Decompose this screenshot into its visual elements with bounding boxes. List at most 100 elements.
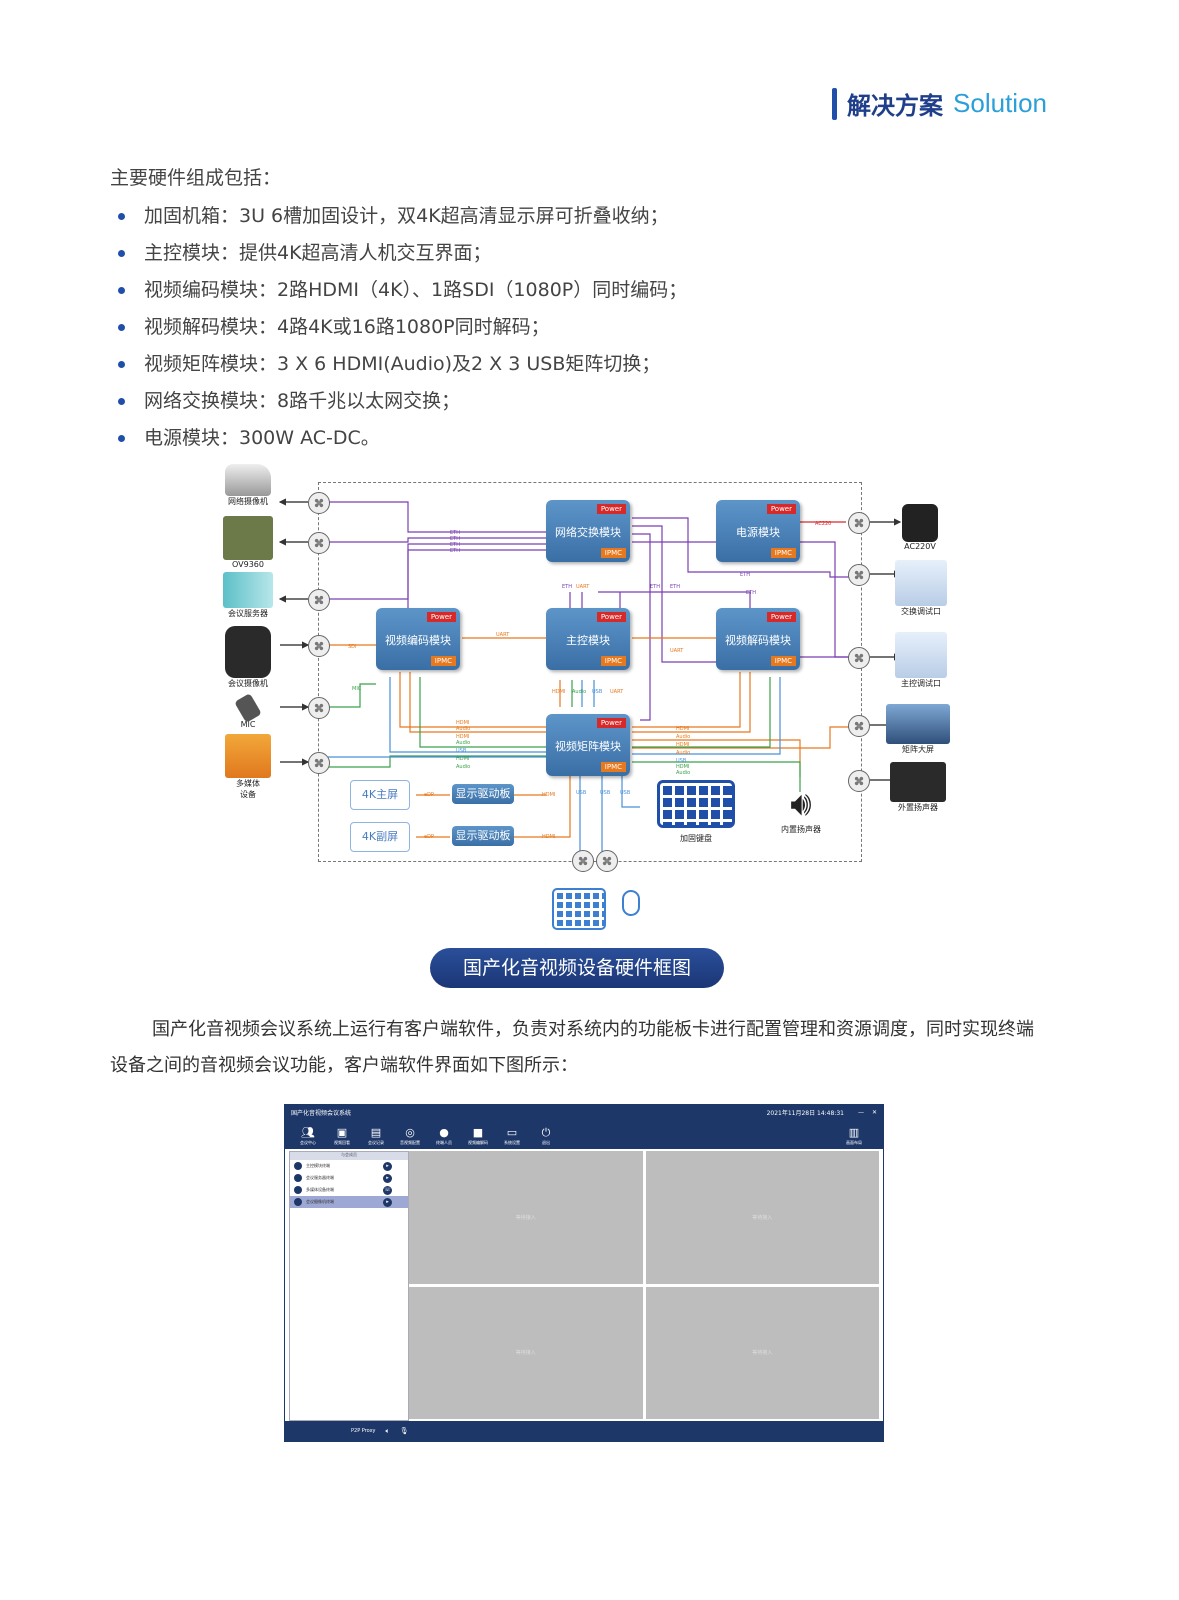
play-icon[interactable]: ▸ bbox=[383, 1197, 392, 1207]
close-icon[interactable]: ✕ bbox=[871, 1108, 877, 1116]
rugged-case-icon bbox=[223, 516, 273, 560]
connector-icon bbox=[308, 492, 330, 514]
power-module: Power 电源模块 IPMC bbox=[716, 500, 800, 562]
mic-device: MIC bbox=[224, 693, 272, 729]
server-icon bbox=[223, 572, 273, 608]
connector-icon bbox=[308, 697, 330, 719]
external-keyboard-icon bbox=[552, 888, 606, 930]
toolbar-layout[interactable]: ▥画面布局 bbox=[839, 1126, 869, 1149]
ac-power: AC220V bbox=[890, 504, 950, 551]
app-toolbar: 👥︎会议中心 ▣视频回看 ▤会议记录 ◎音视频配置 ●终端人员 ■视频编解码 ▭… bbox=[285, 1119, 883, 1149]
speaker-icon[interactable]: 🔈︎ bbox=[385, 1426, 390, 1435]
rugged-keyboard: 加固键盘 bbox=[654, 780, 738, 844]
power-icon: ⏻ bbox=[541, 1126, 551, 1139]
mouse-icon bbox=[622, 890, 640, 916]
connector-icon bbox=[848, 715, 870, 737]
svg-text:HDMI: HDMI bbox=[456, 734, 469, 740]
play-icon[interactable]: ▸ bbox=[383, 1161, 392, 1171]
video-icon: ▣ bbox=[336, 1126, 348, 1139]
meeting-camera: 会议摄像机 bbox=[218, 626, 278, 689]
svg-text:USB: USB bbox=[620, 790, 631, 796]
video-pane[interactable]: 等待接入 bbox=[409, 1151, 643, 1284]
diagram-caption: 国产化音视频设备硬件框图 bbox=[430, 948, 724, 988]
member-row[interactable]: 会议服务器终端▸ bbox=[290, 1172, 408, 1184]
document-icon: ▤ bbox=[370, 1126, 382, 1139]
toolbar-av-config[interactable]: ◎音视频配置 bbox=[395, 1126, 425, 1149]
call-icon[interactable]: ☏ bbox=[383, 1185, 392, 1195]
page-header: 解决方案 Solution bbox=[832, 86, 1047, 121]
matrix-big-screen: 矩阵大屏 bbox=[882, 704, 954, 755]
app-datetime: 2021年11月28日 14:48:31 bbox=[766, 1109, 844, 1117]
avatar bbox=[294, 1186, 302, 1194]
video-pane[interactable]: 等待接入 bbox=[409, 1286, 643, 1419]
svg-text:ETH: ETH bbox=[562, 584, 572, 590]
user-icon: ● bbox=[439, 1126, 449, 1139]
microphone-icon[interactable]: 🎙︎ bbox=[399, 1427, 409, 1435]
hardware-list: 加固机箱：3U 6槽加固设计，双4K超高清显示屏可折叠收纳； 主控模块：提供4K… bbox=[118, 198, 687, 457]
toolbar-system-settings[interactable]: ▭系统设置 bbox=[497, 1126, 527, 1149]
svg-text:ETH: ETH bbox=[650, 584, 660, 590]
svg-text:HDMI: HDMI bbox=[552, 689, 565, 695]
svg-text:UART: UART bbox=[610, 689, 624, 695]
header-title-cn: 解决方案 bbox=[847, 92, 944, 120]
toolbar-meeting-record[interactable]: ▤会议记录 bbox=[361, 1126, 391, 1149]
internal-speaker: 🔊︎ 内置扬声器 bbox=[766, 784, 836, 835]
video-pane[interactable]: 等待接入 bbox=[645, 1151, 879, 1284]
switch-debug-port: 交换调试口 bbox=[888, 560, 954, 617]
decoder-module: Power 视频解码模块 IPMC bbox=[716, 608, 800, 670]
monitor-icon: ▭ bbox=[506, 1126, 518, 1139]
toolbar-codec[interactable]: ■视频编解码 bbox=[463, 1126, 493, 1149]
toolbar-meeting-center[interactable]: 👥︎会议中心 bbox=[293, 1126, 323, 1149]
member-row[interactable]: 主控模块终端▸ bbox=[290, 1160, 408, 1172]
diagram-lines: ETH ETH ETH ETH ETH UART ETH ETH ETH ETH… bbox=[278, 498, 902, 852]
svg-text:HDMI: HDMI bbox=[456, 720, 469, 726]
p2p-status: P2P Proxy bbox=[351, 1428, 376, 1434]
svg-text:HDMI: HDMI bbox=[456, 756, 469, 762]
switch-module: Power 网络交换模块 IPMC bbox=[546, 500, 630, 562]
svg-text:USB: USB bbox=[576, 790, 587, 796]
video-wall-icon bbox=[886, 704, 950, 744]
svg-text:Audio: Audio bbox=[572, 689, 586, 695]
member-panel: 与会成员 主控模块终端▸ 会议服务器终端▸ 多媒体设备终端☏ 会议摄像机终端▸ bbox=[289, 1151, 409, 1421]
video-pane[interactable]: 等待接入 bbox=[645, 1286, 879, 1419]
svg-text:HDMI: HDMI bbox=[676, 742, 689, 748]
microphone-icon bbox=[234, 693, 262, 723]
app-titlebar: 国产化音视频会议系统 2021年11月28日 14:48:31 — ✕ bbox=[285, 1105, 883, 1119]
member-row[interactable]: 多媒体设备终端☏ bbox=[290, 1184, 408, 1196]
app-title: 国产化音视频会议系统 bbox=[291, 1109, 352, 1117]
member-row-selected[interactable]: 会议摄像机终端▸ bbox=[290, 1196, 408, 1208]
svg-text:UART: UART bbox=[670, 648, 684, 654]
main-debug-port: 主控调试口 bbox=[888, 632, 954, 689]
svg-text:USB: USB bbox=[600, 790, 611, 796]
network-camera: 网络摄像机 bbox=[218, 464, 278, 507]
toolbar-exit[interactable]: ⏻退出 bbox=[531, 1126, 561, 1149]
play-icon[interactable]: ▸ bbox=[383, 1173, 392, 1183]
bullet-icon bbox=[118, 287, 125, 294]
svg-text:ETH: ETH bbox=[450, 548, 460, 554]
svg-text:MIC: MIC bbox=[352, 686, 362, 692]
display-driver-board: 显示驱动板 bbox=[452, 784, 514, 804]
connector-icon bbox=[848, 770, 870, 792]
settings-icon: ◎ bbox=[405, 1126, 415, 1139]
svg-text:Audio: Audio bbox=[676, 750, 690, 756]
connector-icon bbox=[308, 752, 330, 774]
list-item: 视频解码模块：4路4K或16路1080P同时解码； bbox=[118, 309, 687, 346]
list-item: 视频编码模块：2路HDMI（4K）、1路SDI（1080P）同时编码； bbox=[118, 272, 687, 309]
avatar bbox=[294, 1174, 302, 1182]
keyboard-icon bbox=[657, 780, 735, 828]
svg-text:UART: UART bbox=[576, 584, 590, 590]
avatar bbox=[294, 1162, 302, 1170]
svg-text:HDMI: HDMI bbox=[542, 792, 555, 798]
toolbar-terminal-users[interactable]: ●终端人员 bbox=[429, 1126, 459, 1149]
video-panes: 等待接入 等待接入 等待接入 等待接入 bbox=[409, 1151, 879, 1419]
camera-icon: ■ bbox=[472, 1126, 484, 1139]
intro-text: 主要硬件组成包括： bbox=[110, 167, 282, 189]
header-title-en: Solution bbox=[953, 88, 1047, 118]
client-software-window: 国产化音视频会议系统 2021年11月28日 14:48:31 — ✕ 👥︎会议… bbox=[284, 1104, 884, 1442]
toolbar-video-playback[interactable]: ▣视频回看 bbox=[327, 1126, 357, 1149]
svg-text:ETH: ETH bbox=[670, 584, 680, 590]
connector-icon bbox=[308, 589, 330, 611]
minimize-icon[interactable]: — bbox=[857, 1108, 864, 1116]
laptop-icon bbox=[225, 734, 271, 778]
bullet-icon bbox=[118, 361, 125, 368]
